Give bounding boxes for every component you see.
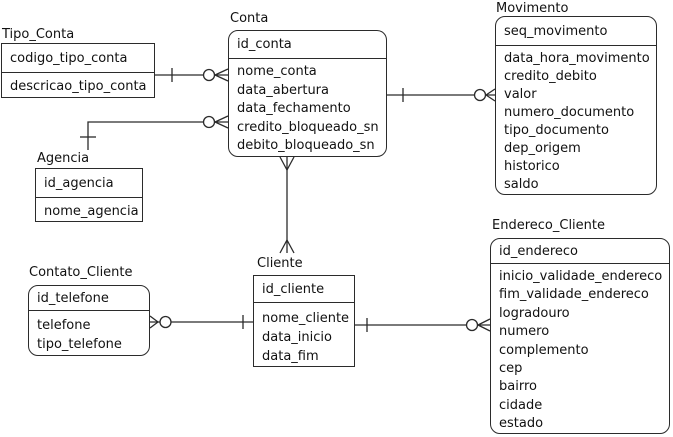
attribute: nome_cliente	[262, 311, 350, 326]
entity-tipo-conta[interactable]: codigo_tipo_conta descricao_tipo_conta	[1, 43, 155, 98]
entity-agencia[interactable]: id_agencia nome_agencia	[35, 168, 143, 222]
entity-title-tipo-conta: Tipo_Conta	[2, 27, 75, 42]
attribute-list: nome_cliente data_inicio data_fim	[254, 303, 354, 366]
many-crowfoot-icon	[279, 239, 295, 254]
entity-movimento[interactable]: seq_movimento data_hora_movimento credit…	[495, 16, 657, 195]
entity-title-endereco-cliente: Endereco_Cliente	[492, 218, 605, 233]
rel-conta-to-movimento	[387, 88, 496, 102]
attribute-list: nome_agencia	[36, 198, 142, 221]
attribute: data_hora_movimento	[504, 51, 650, 66]
attribute: telefone	[37, 318, 91, 333]
rel-cliente-to-contato-cliente	[149, 315, 253, 329]
attribute: tipo_telefone	[37, 337, 122, 352]
pk-attribute: id_endereco	[491, 239, 669, 264]
rel-cliente-to-endereco-cliente	[355, 318, 491, 332]
entity-title-agencia: Agencia	[37, 151, 90, 166]
attribute: bairro	[499, 379, 537, 395]
many-crowfoot-icon	[279, 156, 295, 171]
attribute: data_fechamento	[237, 101, 351, 116]
attribute-list: descricao_tipo_conta	[2, 73, 154, 96]
attribute: data_fim	[262, 349, 319, 364]
attribute: credito_bloqueado_sn	[237, 119, 379, 135]
attribute: cidade	[499, 397, 543, 413]
attribute: numero_documento	[504, 105, 635, 120]
entity-endereco-cliente[interactable]: id_endereco inicio_validade_endereco fim…	[490, 238, 670, 434]
zero-circle	[202, 68, 216, 82]
pk-attribute: id_agencia	[36, 169, 142, 198]
many-crowfoot-icon	[149, 315, 159, 329]
attribute: tipo_documento	[504, 123, 609, 138]
attribute: data_abertura	[237, 82, 329, 98]
entity-cliente[interactable]: id_cliente nome_cliente data_inicio data…	[253, 275, 355, 367]
attribute: nome_agencia	[44, 204, 139, 219]
many-crowfoot-icon	[214, 115, 229, 129]
attribute: saldo	[504, 177, 539, 192]
attribute: estado	[499, 416, 544, 432]
attribute: fim_validade_endereco	[499, 287, 649, 303]
attribute-list: nome_conta data_abertura data_fechamento…	[229, 59, 386, 156]
relationship-line	[87, 121, 228, 150]
many-crowfoot-icon	[214, 68, 229, 82]
pk-attribute: codigo_tipo_conta	[2, 44, 154, 73]
entity-title-movimento: Movimento	[496, 1, 569, 16]
attribute: cep	[499, 361, 523, 377]
attribute: credito_debito	[504, 69, 597, 84]
attribute: debito_bloqueado_sn	[237, 138, 375, 153]
pk-attribute: id_cliente	[254, 276, 354, 303]
attribute: logradouro	[499, 305, 570, 321]
attribute: inicio_validade_endereco	[499, 269, 663, 284]
entity-title-conta: Conta	[230, 11, 269, 26]
entity-contato-cliente[interactable]: id_telefone telefone tipo_telefone	[28, 285, 150, 356]
zero-circle	[159, 315, 172, 329]
rel-agencia-to-conta	[80, 115, 229, 150]
attribute: numero	[499, 324, 550, 340]
attribute-list: telefone tipo_telefone	[29, 311, 149, 354]
many-crowfoot-icon	[485, 88, 496, 102]
entity-conta[interactable]: id_conta nome_conta data_abertura data_f…	[228, 30, 387, 157]
entity-title-cliente: Cliente	[257, 256, 303, 271]
attribute-list: inicio_validade_endereco fim_validade_en…	[491, 264, 669, 434]
attribute: valor	[504, 87, 537, 102]
pk-attribute: seq_movimento	[496, 17, 656, 46]
entity-title-contato-cliente: Contato_Cliente	[29, 265, 133, 280]
pk-attribute: id_telefone	[29, 286, 149, 311]
attribute: historico	[504, 159, 560, 174]
rel-conta-to-cliente	[279, 156, 295, 254]
rel-tipo-conta-to-conta	[155, 68, 229, 82]
attribute: complemento	[499, 342, 589, 358]
zero-circle	[473, 88, 487, 102]
attribute-list: data_hora_movimento credito_debito valor…	[496, 46, 656, 194]
pk-attribute: id_conta	[229, 31, 386, 59]
attribute: dep_origem	[504, 141, 581, 156]
zero-circle	[465, 318, 479, 332]
many-crowfoot-icon	[477, 318, 491, 332]
attribute: nome_conta	[237, 64, 317, 79]
attribute: data_inicio	[262, 330, 332, 345]
zero-circle	[202, 115, 216, 129]
attribute: descricao_tipo_conta	[10, 79, 147, 94]
